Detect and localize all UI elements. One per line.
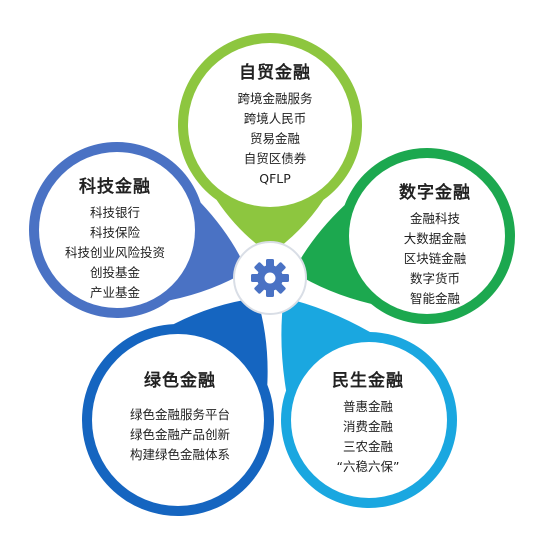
- petal-title-bottom-left: 绿色金融: [144, 371, 216, 391]
- petal-item: 科技银行: [89, 205, 140, 220]
- petal-item: 跨境人民币: [243, 111, 307, 126]
- petal-title-left: 科技金融: [79, 177, 151, 197]
- petal-left: 科技金融 科技银行 科技保险 科技创业风险投资 创投基金 产业基金: [40, 172, 190, 303]
- petal-title-top: 自贸金融: [239, 63, 311, 83]
- petal-shape-bottom-left-inner: [92, 334, 264, 506]
- petal-item: 金融科技: [409, 211, 460, 226]
- gear-icon: [251, 259, 289, 297]
- petal-item: 大数据金融: [403, 231, 467, 246]
- petal-shape-left-inner: [39, 152, 195, 308]
- petal-item: 创投基金: [89, 265, 140, 280]
- petal-title-bottom-right: 民生金融: [332, 371, 404, 391]
- petal-item: QFLP: [259, 171, 291, 186]
- petal-item: 三农金融: [342, 439, 393, 454]
- petal-shape-top-inner: [188, 43, 352, 207]
- petal-item: 绿色金融产品创新: [129, 427, 230, 442]
- petal-shape-right-inner: [349, 158, 505, 314]
- petal-item: 自贸区债券: [243, 151, 307, 166]
- petal-item: 跨境金融服务: [237, 91, 313, 106]
- petal-item: 区块链金融: [403, 251, 467, 266]
- petal-item: 产业基金: [89, 285, 140, 300]
- petal-item: 数字货币: [409, 271, 460, 286]
- petal-item: 普惠金融: [342, 399, 393, 414]
- petal-item: 智能金融: [409, 291, 460, 306]
- petal-item: 科技保险: [89, 225, 140, 240]
- petal-bottom-left: 绿色金融 绿色金融服务平台 绿色金融产品创新 构建绿色金融体系: [95, 366, 265, 465]
- petal-item: 科技创业风险投资: [64, 245, 165, 260]
- petal-item: 贸易金融: [249, 131, 300, 146]
- petal-title-right: 数字金融: [399, 183, 471, 203]
- petal-item: 构建绿色金融体系: [129, 447, 230, 462]
- petal-shape-bottom-right-inner: [291, 342, 447, 498]
- petal-top: 自贸金融 跨境金融服务 跨境人民币 贸易金融 自贸区债券 QFLP: [200, 58, 350, 189]
- petal-bottom-right: 民生金融 普惠金融 消费金融 三农金融 “六稳六保”: [293, 366, 443, 477]
- petal-item: 绿色金融服务平台: [129, 407, 230, 422]
- petal-item: “六稳六保”: [336, 459, 400, 474]
- petal-item: 消费金融: [342, 419, 393, 434]
- petal-right: 数字金融 金融科技 大数据金融 区块链金融 数字货币 智能金融: [360, 178, 510, 309]
